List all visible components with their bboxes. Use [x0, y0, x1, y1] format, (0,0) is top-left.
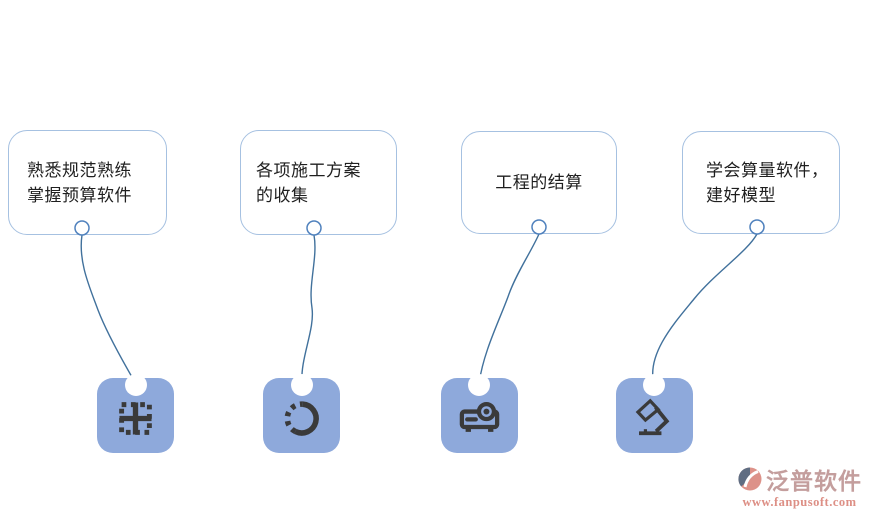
- watermark: 泛普软件 www.fanpusoft.com: [737, 462, 862, 510]
- callout-box-1: 熟悉规范熟练 掌握预算软件: [8, 130, 167, 235]
- tile-budget-software: [97, 378, 174, 453]
- connector-line-4: [652, 233, 758, 385]
- callout-box-4: 学会算量软件， 建好模型: [682, 131, 840, 234]
- connector-line-2: [301, 234, 316, 385]
- callout-1-line-1: 熟悉规范熟练: [27, 160, 132, 180]
- callout-2-line-1: 各项施工方案: [256, 160, 361, 180]
- watermark-url: www.fanpusoft.com: [742, 495, 857, 509]
- callout-box-2: 各项施工方案 的收集: [240, 130, 397, 235]
- tile-plan-collection: [263, 378, 340, 453]
- dashed-circle-icon: [284, 401, 319, 436]
- tile-project-settlement: [441, 378, 518, 453]
- callout-3-line-1: 工程的结算: [495, 173, 583, 192]
- projector-icon: [459, 401, 500, 432]
- watermark-brand: 泛普软件: [766, 468, 862, 494]
- callout-2-line-2: 的收集: [256, 185, 309, 205]
- grid-plus-icon: [119, 402, 152, 435]
- callout-box-3: 工程的结算: [461, 131, 617, 234]
- tile-modeling: [616, 378, 693, 453]
- callout-4-line-2: 建好模型: [706, 185, 776, 205]
- fanpu-logo-icon: [738, 467, 762, 491]
- callout-1-line-2: 掌握预算软件: [27, 185, 132, 205]
- callout-4-line-1: 学会算量软件，: [706, 160, 829, 180]
- connector-line-3: [478, 233, 540, 385]
- desk-lamp-icon: [635, 398, 670, 436]
- connector-line-1: [80, 234, 137, 385]
